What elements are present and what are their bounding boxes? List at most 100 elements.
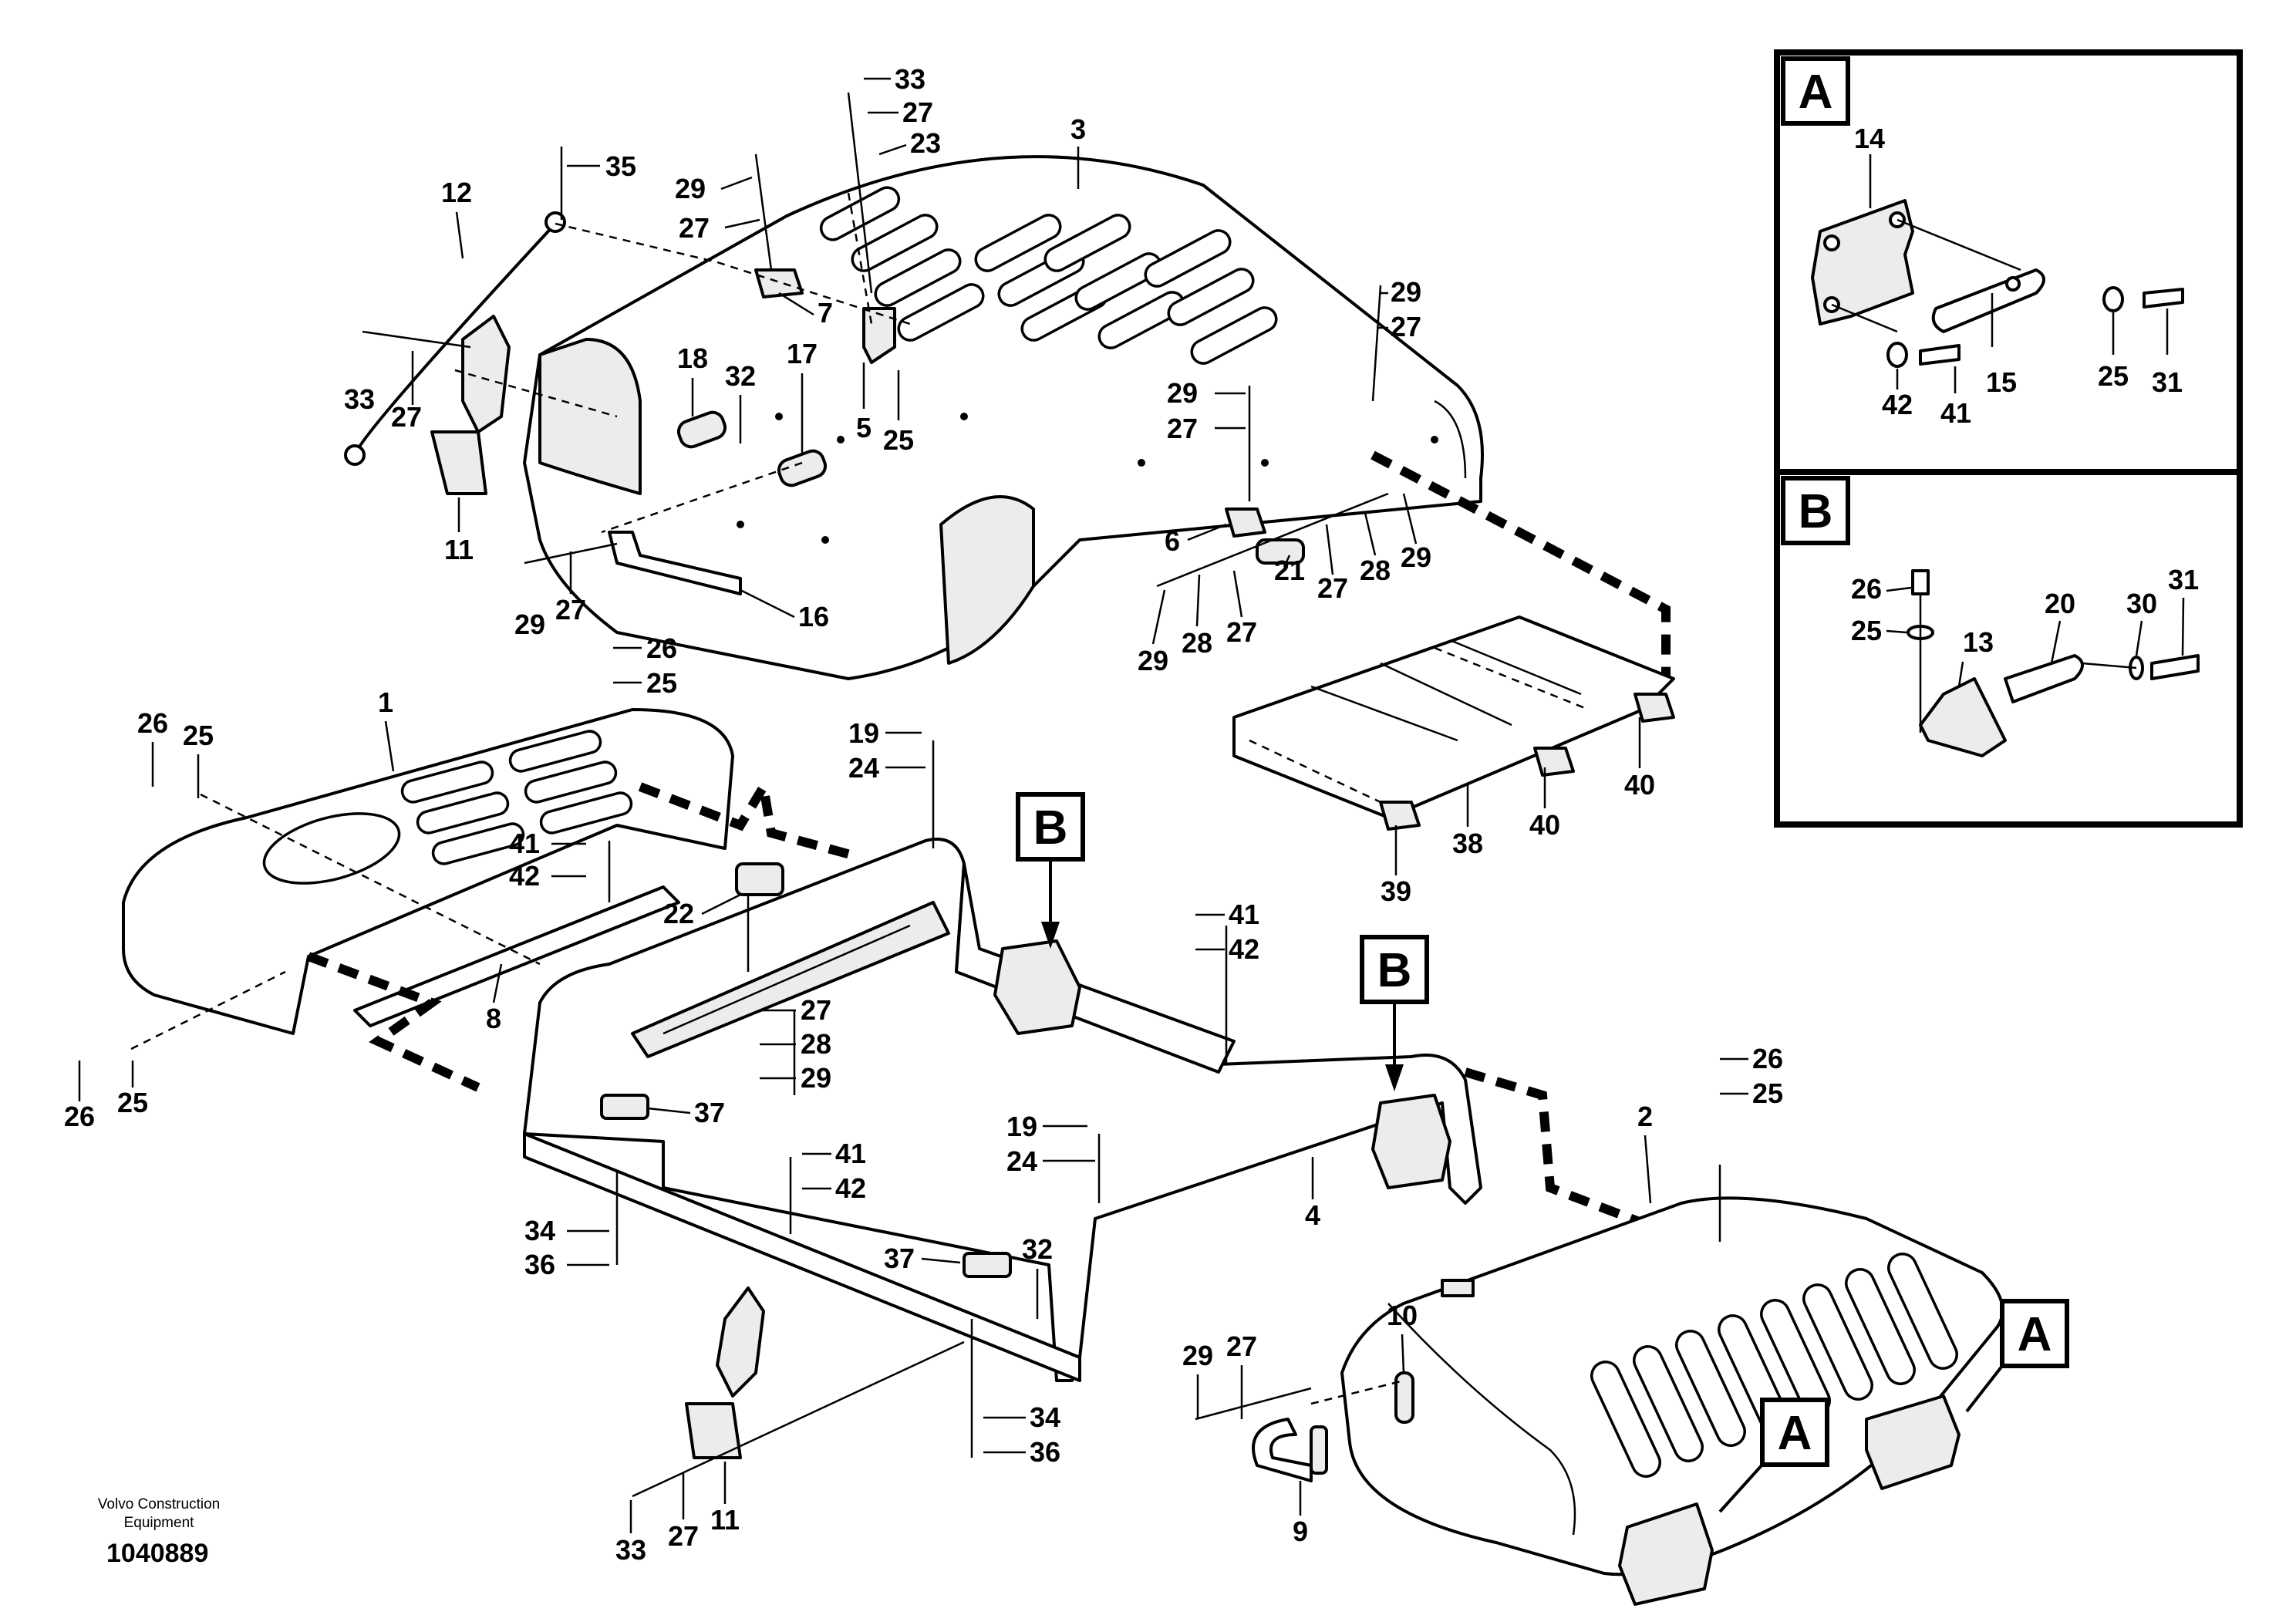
part-callout-top_cover-p35: 35 (605, 150, 636, 182)
left-cover-vents (400, 730, 633, 865)
tray-labels: 38 39 40 40 (1381, 717, 1655, 907)
part-callout-top_cover-p29f: 29 (1138, 645, 1168, 676)
part-callout-top_cover-p25: 25 (883, 424, 914, 456)
part-callout-top_cover-p5: 5 (856, 412, 872, 443)
publisher-line-2: Equipment (124, 1515, 195, 1531)
part-callout-top_cover-p27b: 27 (679, 212, 710, 244)
part-callout-detail_views-a-labels-p31: 31 (2152, 366, 2183, 398)
view-tag-b-right: B (1360, 935, 1429, 1091)
part-callout-frame-p27: 27 (801, 994, 831, 1026)
part-callout-top_cover-p29c: 29 (1391, 276, 1421, 308)
part-callout-top_cover-p7: 7 (818, 297, 833, 329)
part-callout-tray-p40a: 40 (1529, 809, 1560, 841)
part-callout-left_cover-p26c: 26 (64, 1101, 95, 1132)
part-callout-frame-p37a: 37 (694, 1097, 725, 1128)
part-callout-frame-p4: 4 (1305, 1199, 1320, 1231)
hood-tray-link (1371, 450, 1671, 679)
part-callout-top_cover-p11: 11 (444, 534, 474, 565)
part-callout-frame-p11: 11 (710, 1504, 740, 1536)
part-callout-top_cover-p33b: 33 (344, 383, 375, 415)
part-callout-detail_views-a-labels-p25: 25 (2098, 360, 2129, 392)
view-tag-b-left: B (1016, 792, 1085, 949)
left-cover (122, 708, 734, 1050)
part-callout-detail_views-b-labels-p31: 31 (2168, 564, 2199, 595)
part-callout-top_cover-p27e: 27 (1391, 311, 1421, 342)
part-callout-left_cover-p42: 42 (509, 860, 540, 892)
part-callout-top_cover-p27d: 27 (555, 594, 586, 626)
publisher-line-1: Volvo Construction (98, 1496, 220, 1512)
part-callout-left_cover-p25c: 25 (117, 1087, 148, 1118)
part-callout-frame-p33: 33 (615, 1534, 646, 1566)
detail-panel-b: B 26 25 13 20 30 31 (1774, 469, 2243, 828)
part-callout-view_tags-a_right: A (2018, 1308, 2052, 1361)
part-callout-detail_views-a-labels-p15: 15 (1986, 366, 2017, 398)
part-callout-frame-p19a: 19 (848, 717, 879, 749)
top-hood-vents (819, 186, 1278, 365)
part-callout-detail_views-a-labels-p41: 41 (1940, 397, 1971, 429)
part-callout-detail_views-a-labels-p14: 14 (1854, 123, 1885, 154)
part-callout-frame-p42a: 42 (835, 1172, 866, 1204)
part-callout-view_tags-b_right: B (1377, 944, 1412, 997)
part-callout-top_cover-p27c: 27 (391, 401, 422, 433)
part-callout-top_cover-p28a: 28 (1360, 555, 1391, 586)
part-callout-top_cover-p29a: 29 (675, 173, 706, 204)
part-callout-top_cover-p27a: 27 (902, 96, 933, 128)
part-callout-frame-p24b: 24 (1006, 1145, 1037, 1177)
part-callout-view_tags-a_bottom: A (1778, 1407, 1812, 1460)
part-callout-left_cover-p41: 41 (509, 828, 540, 859)
left-cover-link (638, 773, 858, 861)
tray (1232, 615, 1675, 831)
part-callout-tray-p38: 38 (1452, 828, 1483, 859)
detail-panel-a: A 14 15 25 31 42 41 (1774, 49, 2243, 475)
part-callout-detail_views-b-labels-p26: 26 (1851, 573, 1882, 605)
part-callout-top_cover-p3: 3 (1070, 113, 1086, 145)
part-callout-frame-p27b: 27 (668, 1520, 699, 1552)
part-callout-frame-p32: 32 (1022, 1233, 1053, 1265)
part-callout-frame-p34b: 34 (1030, 1401, 1060, 1433)
part-callout-tray-p40b: 40 (1624, 769, 1655, 801)
part-callout-detail_views-b-tag: B (1799, 485, 1833, 538)
part-callout-top_cover-p33: 33 (895, 63, 925, 95)
part-callout-right_cover-p25: 25 (1752, 1077, 1783, 1109)
frame (523, 740, 1482, 1498)
part-callout-top_cover-p6: 6 (1165, 525, 1180, 557)
part-callout-top_cover-p23: 23 (910, 127, 941, 159)
part-callout-top_cover-p29d: 29 (1167, 377, 1198, 409)
part-callout-frame-p41b: 41 (1229, 899, 1259, 930)
part-callout-detail_views-b-labels-p20: 20 (2045, 588, 2075, 619)
part-callout-detail_views-a-tag: A (1799, 66, 1833, 119)
view-tag-a-right: A (1965, 1299, 2069, 1413)
part-callout-frame-p28: 28 (801, 1028, 831, 1060)
left-cover-link-2 (306, 952, 480, 1092)
part-callout-left_cover-p26b: 26 (137, 707, 168, 739)
part-callout-top_cover-p27h: 27 (1226, 616, 1257, 648)
part-callout-right_cover-p2: 2 (1637, 1101, 1653, 1132)
right-cover (1195, 1165, 2004, 1606)
drawing-number: 1040889 (106, 1539, 208, 1568)
left-cover-labels: 1 26 25 26 25 41 42 8 26 25 (64, 632, 677, 1132)
part-callout-right_cover-p27: 27 (1226, 1330, 1257, 1362)
part-callout-detail_views-a-labels-p42: 42 (1882, 389, 1913, 420)
part-callout-left_cover-p1: 1 (378, 686, 393, 718)
frame-right-cover-link (1464, 1067, 1714, 1254)
part-callout-view_tags-b_left: B (1033, 801, 1068, 855)
top-hood (344, 92, 1484, 680)
part-callout-right_cover-p10: 10 (1387, 1300, 1418, 1331)
part-callout-frame-p22: 22 (663, 898, 694, 929)
part-callout-frame-p37b: 37 (884, 1243, 915, 1274)
part-callout-top_cover-p32: 32 (725, 360, 756, 392)
part-callout-detail_views-b-labels-p30: 30 (2126, 588, 2157, 619)
drawing-footer: Volvo Construction Equipment 1040889 (98, 1496, 220, 1568)
part-callout-left_cover-p25b: 25 (183, 720, 214, 751)
part-callout-top_cover-p17: 17 (787, 338, 818, 369)
part-callout-tray-p39: 39 (1381, 875, 1411, 907)
part-callout-right_cover-p26: 26 (1752, 1043, 1783, 1074)
frame-labels: 19 24 22 27 28 29 37 41 42 34 36 41 42 1… (524, 717, 1320, 1566)
part-callout-frame-p29: 29 (801, 1062, 831, 1094)
part-callout-top_cover-p12: 12 (441, 177, 472, 208)
part-callout-top_cover-p21: 21 (1274, 555, 1305, 586)
part-callout-top_cover-p29e: 29 (1401, 541, 1431, 573)
part-callout-top_cover-p18: 18 (677, 342, 708, 374)
part-callout-frame-p42b: 42 (1229, 933, 1259, 965)
